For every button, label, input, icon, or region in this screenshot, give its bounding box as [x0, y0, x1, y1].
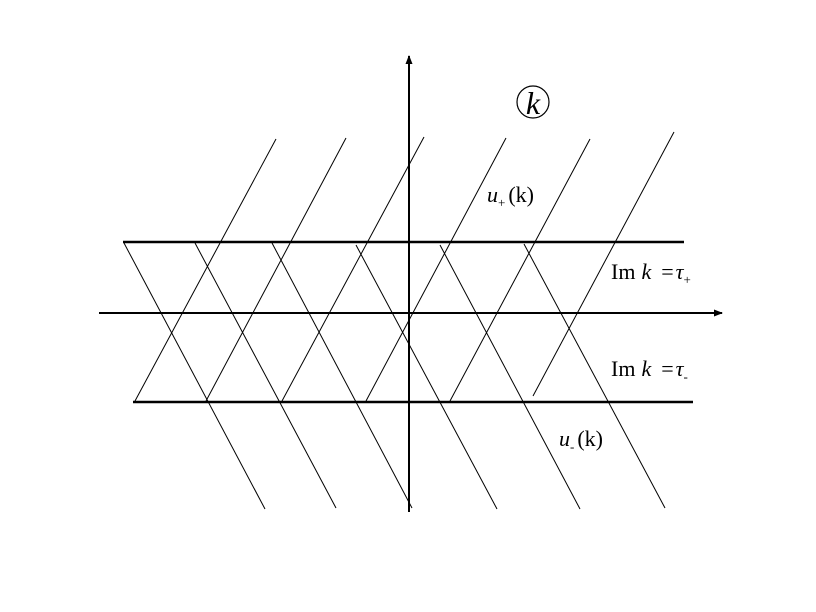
u-plus-sub: +	[498, 195, 505, 210]
im-plus-var: k	[641, 259, 652, 284]
u-minus-arg: (k)	[577, 426, 603, 451]
u-plus-line	[281, 136, 425, 402]
u-minus-line	[194, 242, 337, 509]
u-minus-line	[439, 244, 581, 510]
u-minus-label: u-(k)	[559, 426, 603, 454]
u-plus-line	[134, 138, 277, 402]
u-minus-line-family	[123, 242, 666, 510]
u-plus-arg: (k)	[508, 182, 534, 207]
u-minus-line	[523, 243, 666, 509]
plane-label-circle	[516, 85, 550, 119]
im-plus-op: Im	[611, 259, 635, 284]
im-minus-var: k	[641, 356, 652, 381]
plane-label-text: k	[526, 85, 541, 121]
u-minus-line	[271, 242, 413, 509]
u-minus-line	[355, 244, 498, 510]
u-plus-line-family	[134, 131, 675, 402]
u-minus-line	[123, 242, 266, 510]
im-minus-tau: τ	[676, 356, 685, 381]
u-plus-line	[205, 137, 347, 402]
im-plus-eq: =	[661, 259, 673, 284]
im-plus-tau: τ	[676, 259, 685, 284]
u-plus-line	[365, 137, 507, 402]
plane-label: k	[516, 85, 550, 121]
u-plus-label: u+(k)	[487, 182, 534, 210]
u-minus-var: u	[559, 426, 570, 451]
u-plus-line	[532, 131, 675, 397]
im-minus-sub: -	[684, 369, 688, 384]
im-plus-sub: +	[684, 272, 691, 287]
u-minus-sub: -	[570, 439, 574, 454]
u-plus-var: u	[487, 182, 498, 207]
im-minus-eq: =	[661, 356, 673, 381]
im-minus-op: Im	[611, 356, 635, 381]
u-plus-line	[449, 138, 591, 402]
